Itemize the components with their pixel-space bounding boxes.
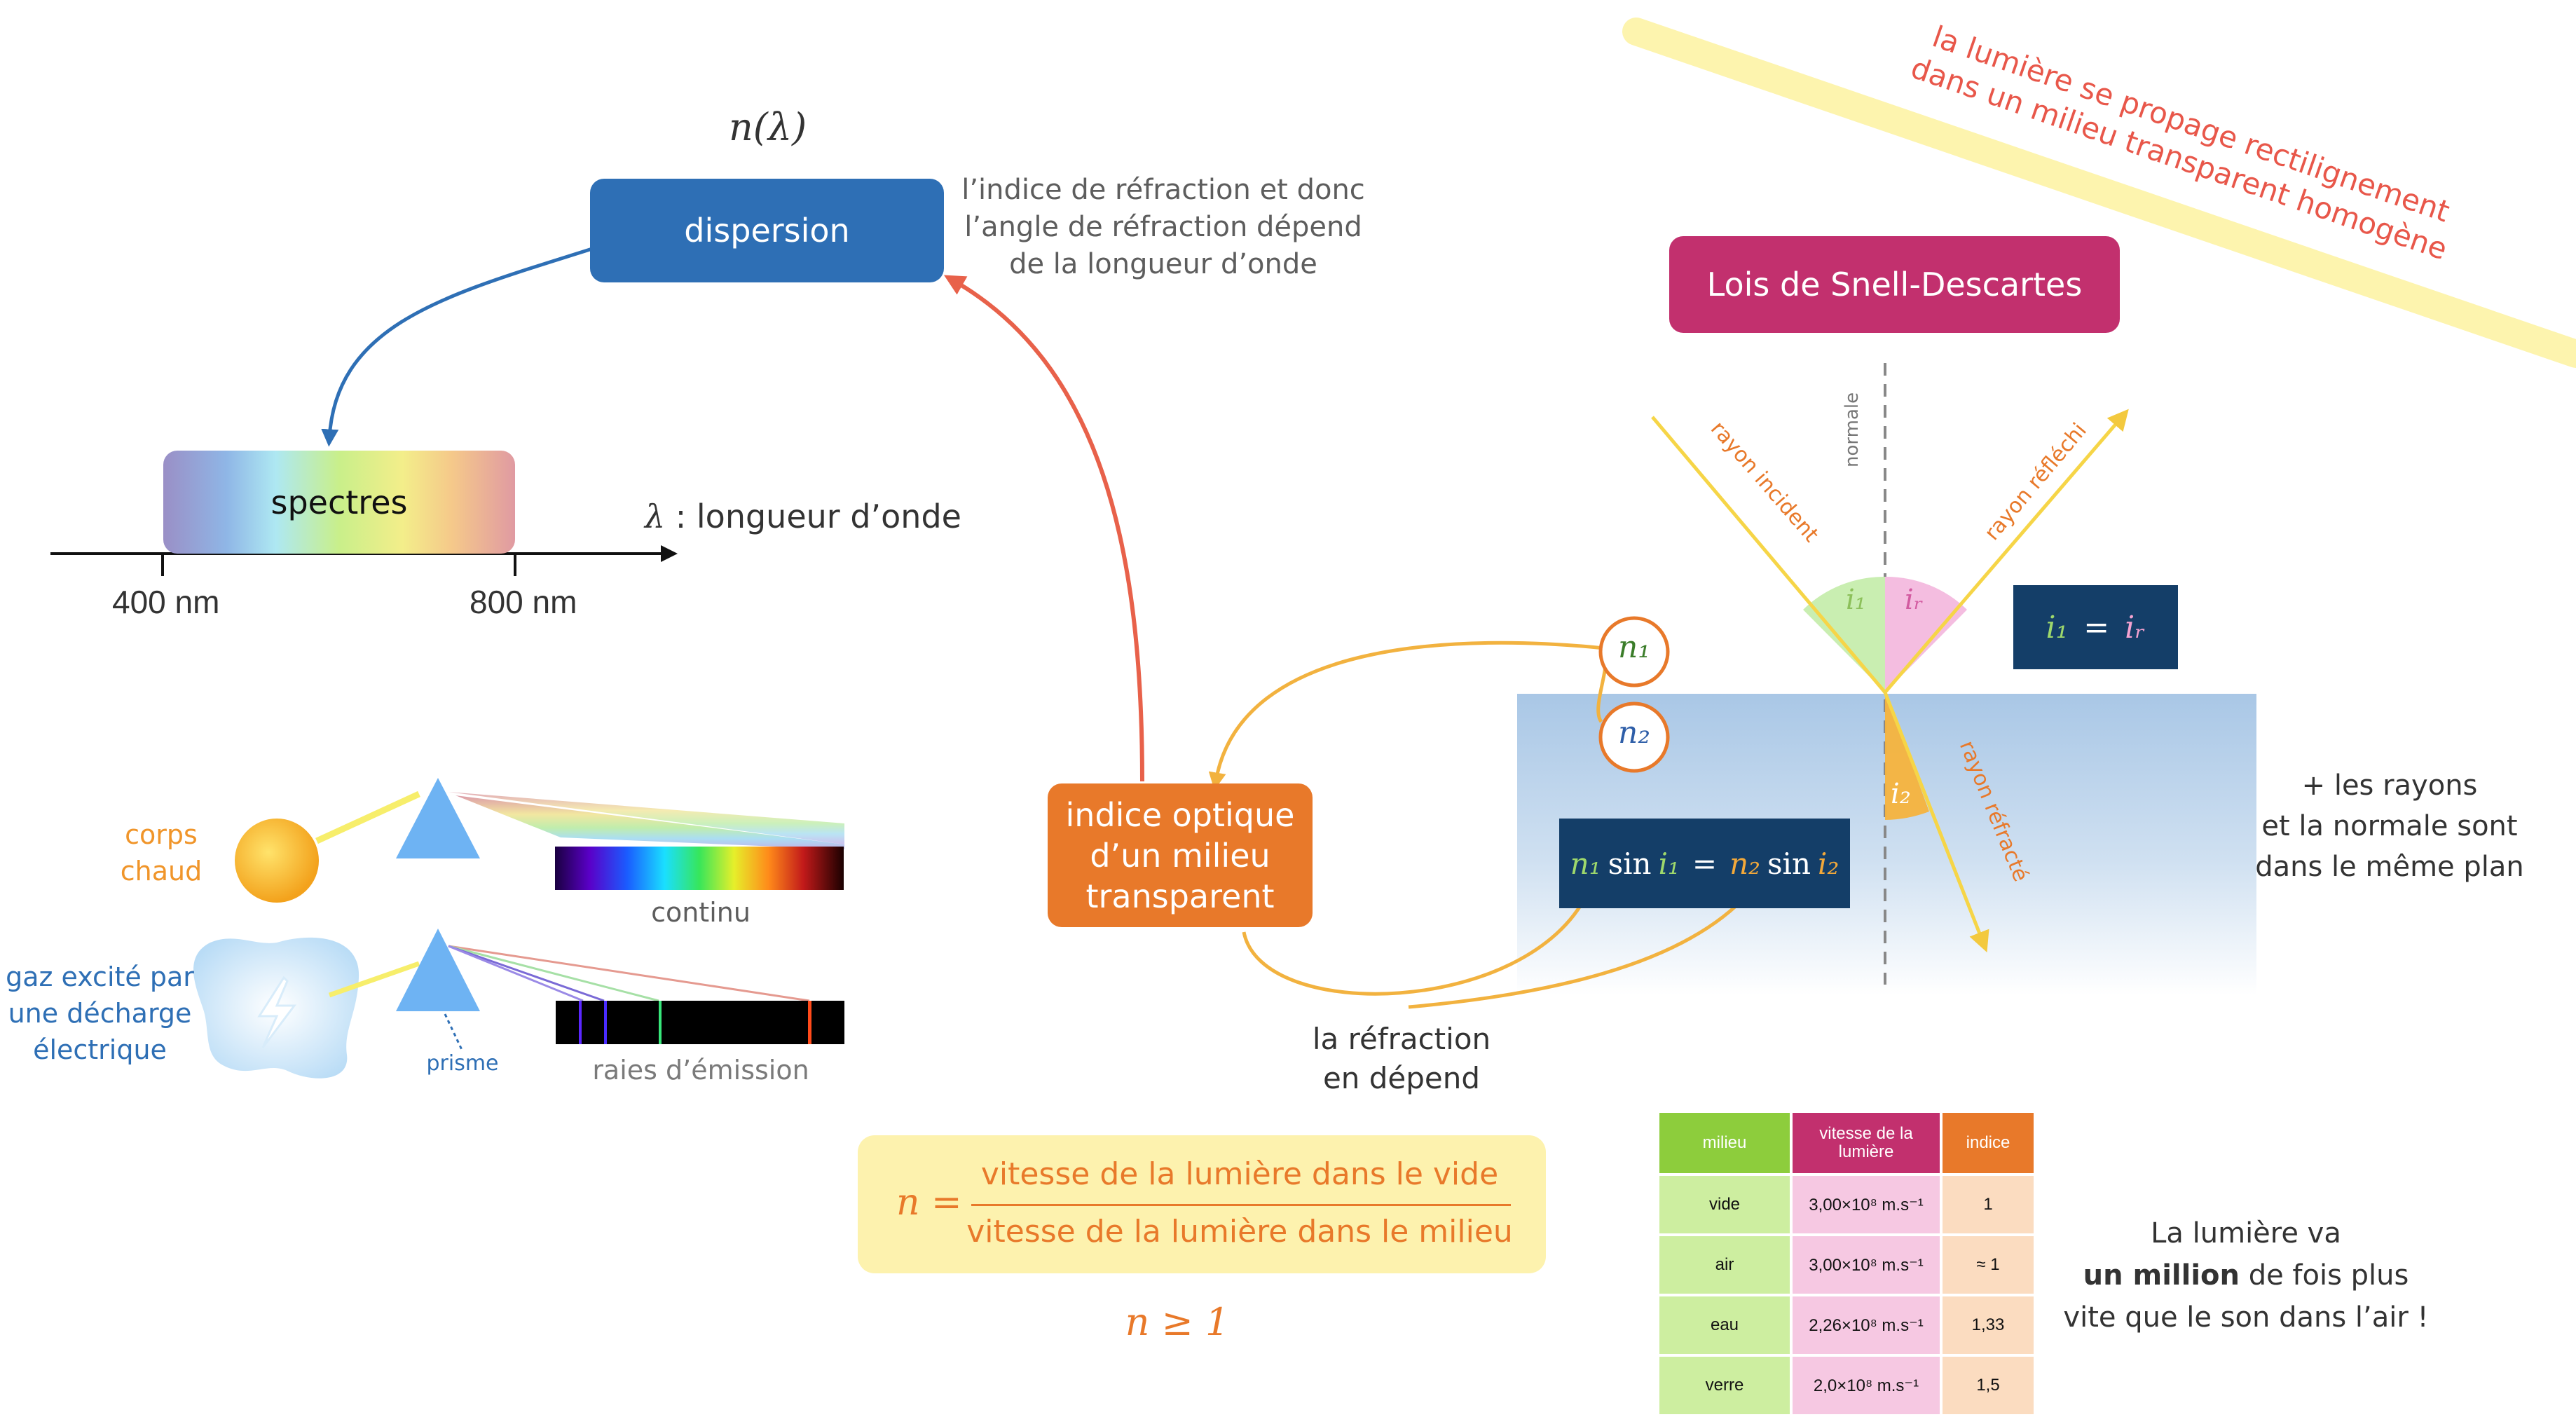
formula-box: n = vitesse de la lumière dans le vide v… [858,1135,1546,1273]
emission-spectrum [556,1001,844,1044]
prism-icon-2 [396,929,480,1011]
hot-body-label: corps chaud [120,819,203,887]
n2-circle [1598,701,1670,773]
reflected-ray [1884,409,2129,694]
table-row: verre 2,0×10⁸ m.s⁻¹ 1,5 [1659,1357,2034,1414]
angle-ir-wedge [1885,576,1967,692]
dispersion-label: dispersion [684,212,850,249]
normal-label: normale [1842,392,1863,467]
formula-lhs: n = [896,1182,962,1224]
hot-body-icon [235,819,319,903]
angle-i1-wedge [1803,576,1885,692]
angle-i2-label: i₂ [1891,778,1911,810]
prism-icon-1 [396,778,480,858]
formula-numerator: vitesse de la lumière dans le vide [980,1156,1499,1192]
arrow-refraction-formula2 [1408,887,1755,1009]
n1-label: n₁ [1618,629,1650,665]
arrow-index-dispersion [943,275,1144,782]
arrow-dispersion-spectres [321,247,593,447]
arrow-n1-index [1208,641,1605,790]
dispersion-formula: n(λ) [729,105,807,149]
arrow-refraction-formula1 [1242,885,1591,996]
tick-800-label: 800 nm [470,584,577,620]
prism-label: prisme [426,1051,499,1076]
emission-label: raies d’émission [592,1055,809,1086]
lightning-icon [257,976,296,1048]
formula-denominator: vitesse de la lumière dans le milieu [966,1214,1513,1250]
incident-ray [1651,416,1886,694]
table-row: vide 3,00×10⁸ m.s⁻¹ 1 [1659,1176,2034,1233]
angle-ir-label: iᵣ [1905,584,1924,616]
spectres-box [163,451,515,554]
table-header: milieu vitesse de la lumière indice [1659,1113,2034,1173]
reflection-law: i₁ = iᵣ [2013,585,2178,669]
dispersion-note: l’indice de réfraction et donc l’angle d… [961,174,1365,280]
index-box: indice optique d’un milieu transparent [1048,783,1313,927]
sound-note: La lumière va un million de fois plus vi… [2063,1217,2429,1334]
wavelength-label: λ : longueur d’onde [645,498,961,535]
snell-title: Lois de Snell-Descartes [1706,266,2083,303]
plane-note: + les rayons et la normale sont dans le … [2255,769,2524,883]
dispersion-box: dispersion [590,179,944,282]
snell-law: n₁ sin i₁ = n₂ sin i₂ [1559,819,1850,908]
snell-title-box: Lois de Snell-Descartes [1669,236,2120,333]
highlight-band [1622,18,2576,368]
fraction-bar [971,1204,1511,1206]
table-row: air 3,00×10⁸ m.s⁻¹ ≈ 1 [1659,1236,2034,1294]
n1-circle [1598,616,1670,687]
angle-i1-label: i₁ [1846,584,1866,616]
formula-inequality: n ≥ 1 [1125,1300,1230,1344]
continuous-label: continu [651,897,751,928]
refracted-ray [1883,692,1989,952]
gas-label: gaz excité par une décharge électrique [6,961,194,1065]
n2-label: n₂ [1618,715,1650,751]
table-row: eau 2,26×10⁸ m.s⁻¹ 1,33 [1659,1296,2034,1354]
tick-400-label: 400 nm [112,584,220,620]
spectres-label: spectres [270,484,408,521]
refraction-note: la réfraction en dépend [1312,1022,1491,1095]
refractive-index-table: milieu vitesse de la lumière indice vide… [1657,1110,2036,1417]
continuous-spectrum [555,847,844,890]
